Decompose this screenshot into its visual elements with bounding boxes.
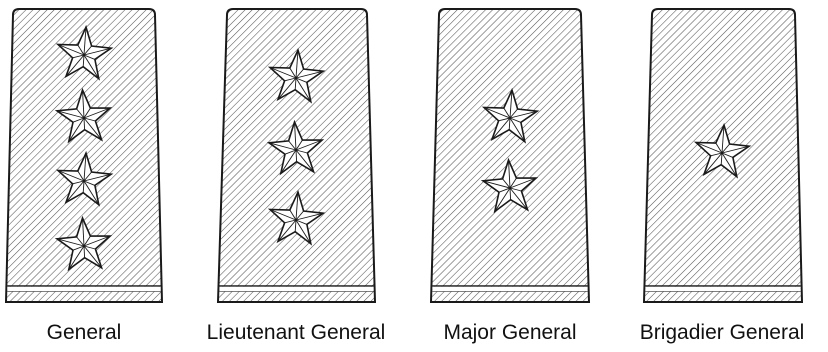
shoulder-board-lieutenant-general xyxy=(218,9,375,302)
rank-label-general: General xyxy=(47,318,122,348)
board-band xyxy=(645,287,800,291)
board-band xyxy=(7,287,160,291)
rank-label-lieutenant-general: Lieutenant General xyxy=(207,318,386,348)
board-band xyxy=(432,287,587,291)
board-body xyxy=(431,9,589,302)
rank-label-brigadier-general: Brigadier General xyxy=(640,318,805,348)
shoulder-board-general xyxy=(6,9,162,302)
board-band xyxy=(219,287,373,291)
shoulder-board-major-general xyxy=(431,9,589,302)
shoulder-board-brigadier-general xyxy=(644,9,802,302)
rank-label-major-general: Major General xyxy=(443,318,576,348)
